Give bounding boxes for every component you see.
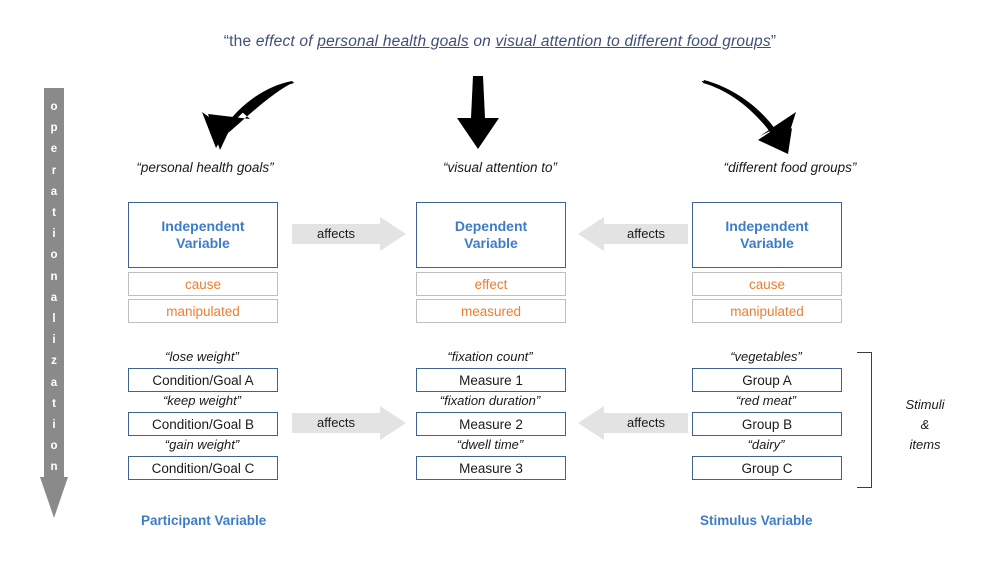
independent-variable-label-left: Independent Variable [161,218,244,253]
iv-line1-left: Independent [161,217,245,234]
group-box-3[interactable]: Group C [692,456,842,480]
level-box-left-3[interactable]: Condition/Goal C [128,456,278,480]
title-open-quote: “ [223,33,230,50]
measure-box-1[interactable]: Measure 1 [416,368,566,392]
attribute-measured: measured [416,299,566,323]
stimulus-variable-label: Stimulus Variable [700,513,813,528]
affects-label-top-left: affects [316,226,356,241]
affects-arrow-head [578,217,604,251]
title-part-iv2: different food groups [624,33,771,50]
affects-arrow-bottom-right: affects [578,406,688,440]
title-part-effect-of: effect of [255,33,318,50]
dv-line1: Dependent [454,217,528,234]
operationalization-arrow-head [40,477,68,518]
operationalization-arrow-shaft [44,88,64,478]
column-quote-middle: “visual attention to” [442,160,558,175]
measure-box-2[interactable]: Measure 2 [416,412,566,436]
dv-line2: Variable [464,235,518,251]
attribute-cause-right: cause [692,272,842,296]
affects-label-top-right: affects [626,226,666,241]
stimuli-label-line1: Stimuli [905,397,945,412]
title-part-on: on [468,33,496,50]
affects-arrow-top-right: affects [578,217,688,251]
group-quote-2: “red meat” [736,393,796,408]
affects-arrow-tail [604,224,688,244]
page-title: “the effect of personal health goals on … [0,33,1000,51]
curved-arrow-down-left-icon [202,81,294,150]
affects-arrow-tail [292,224,380,244]
iv-line1-right: Independent [725,217,809,234]
participant-variable-label: Participant Variable [141,513,267,528]
independent-variable-label-right: Independent Variable [725,218,808,253]
dependent-variable-label: Dependent Variable [455,218,527,253]
affects-arrow-head [380,406,406,440]
affects-arrow-head [578,406,604,440]
level-quote-left-3: “gain weight” [164,437,240,452]
affects-arrow-tail [292,413,380,433]
group-quote-1: “vegetables” [730,349,802,364]
affects-label-bottom-right: affects [626,415,666,430]
title-part-iv1: personal health goals [317,33,469,50]
dependent-variable-box[interactable]: Dependent Variable [416,202,566,268]
attribute-manipulated-left: manipulated [128,299,278,323]
iv-line2-right: Variable [740,235,794,251]
level-box-left-1[interactable]: Condition/Goal A [128,368,278,392]
level-quote-left-2: “keep weight” [162,393,242,408]
affects-arrow-top-left: affects [292,217,406,251]
title-part-dv: visual attention to [495,33,625,50]
attribute-effect: effect [416,272,566,296]
affects-arrow-tail [604,413,688,433]
level-box-left-2[interactable]: Condition/Goal B [128,412,278,436]
measure-quote-2: “fixation duration” [439,393,541,408]
title-close-quote: ” [770,33,777,50]
stimuli-label-line3: items [909,437,941,453]
attribute-manipulated-right: manipulated [692,299,842,323]
title-part-the: the [229,33,256,50]
column-quote-right: “different food groups” [723,160,857,175]
attribute-cause-left: cause [128,272,278,296]
measure-quote-1: “fixation count” [447,349,533,364]
group-box-2[interactable]: Group B [692,412,842,436]
stimuli-items-label: Stimuli & items [880,395,970,455]
affects-label-bottom-left: affects [316,415,356,430]
level-quote-left-1: “lose weight” [165,349,239,364]
measure-quote-3: “dwell time” [456,437,524,452]
independent-variable-box-left[interactable]: Independent Variable [128,202,278,268]
straight-arrow-down-icon [457,76,499,149]
affects-arrow-bottom-left: affects [292,406,406,440]
independent-variable-box-right[interactable]: Independent Variable [692,202,842,268]
stimuli-label-line2: & [920,417,930,433]
column-quote-left: “personal health goals” [136,160,274,175]
measure-box-3[interactable]: Measure 3 [416,456,566,480]
group-quote-3: “dairy” [747,437,785,452]
group-box-1[interactable]: Group A [692,368,842,392]
iv-line2-left: Variable [176,235,230,251]
stimuli-bracket [857,352,872,488]
affects-arrow-head [380,217,406,251]
curved-arrow-down-right-icon [702,80,796,154]
